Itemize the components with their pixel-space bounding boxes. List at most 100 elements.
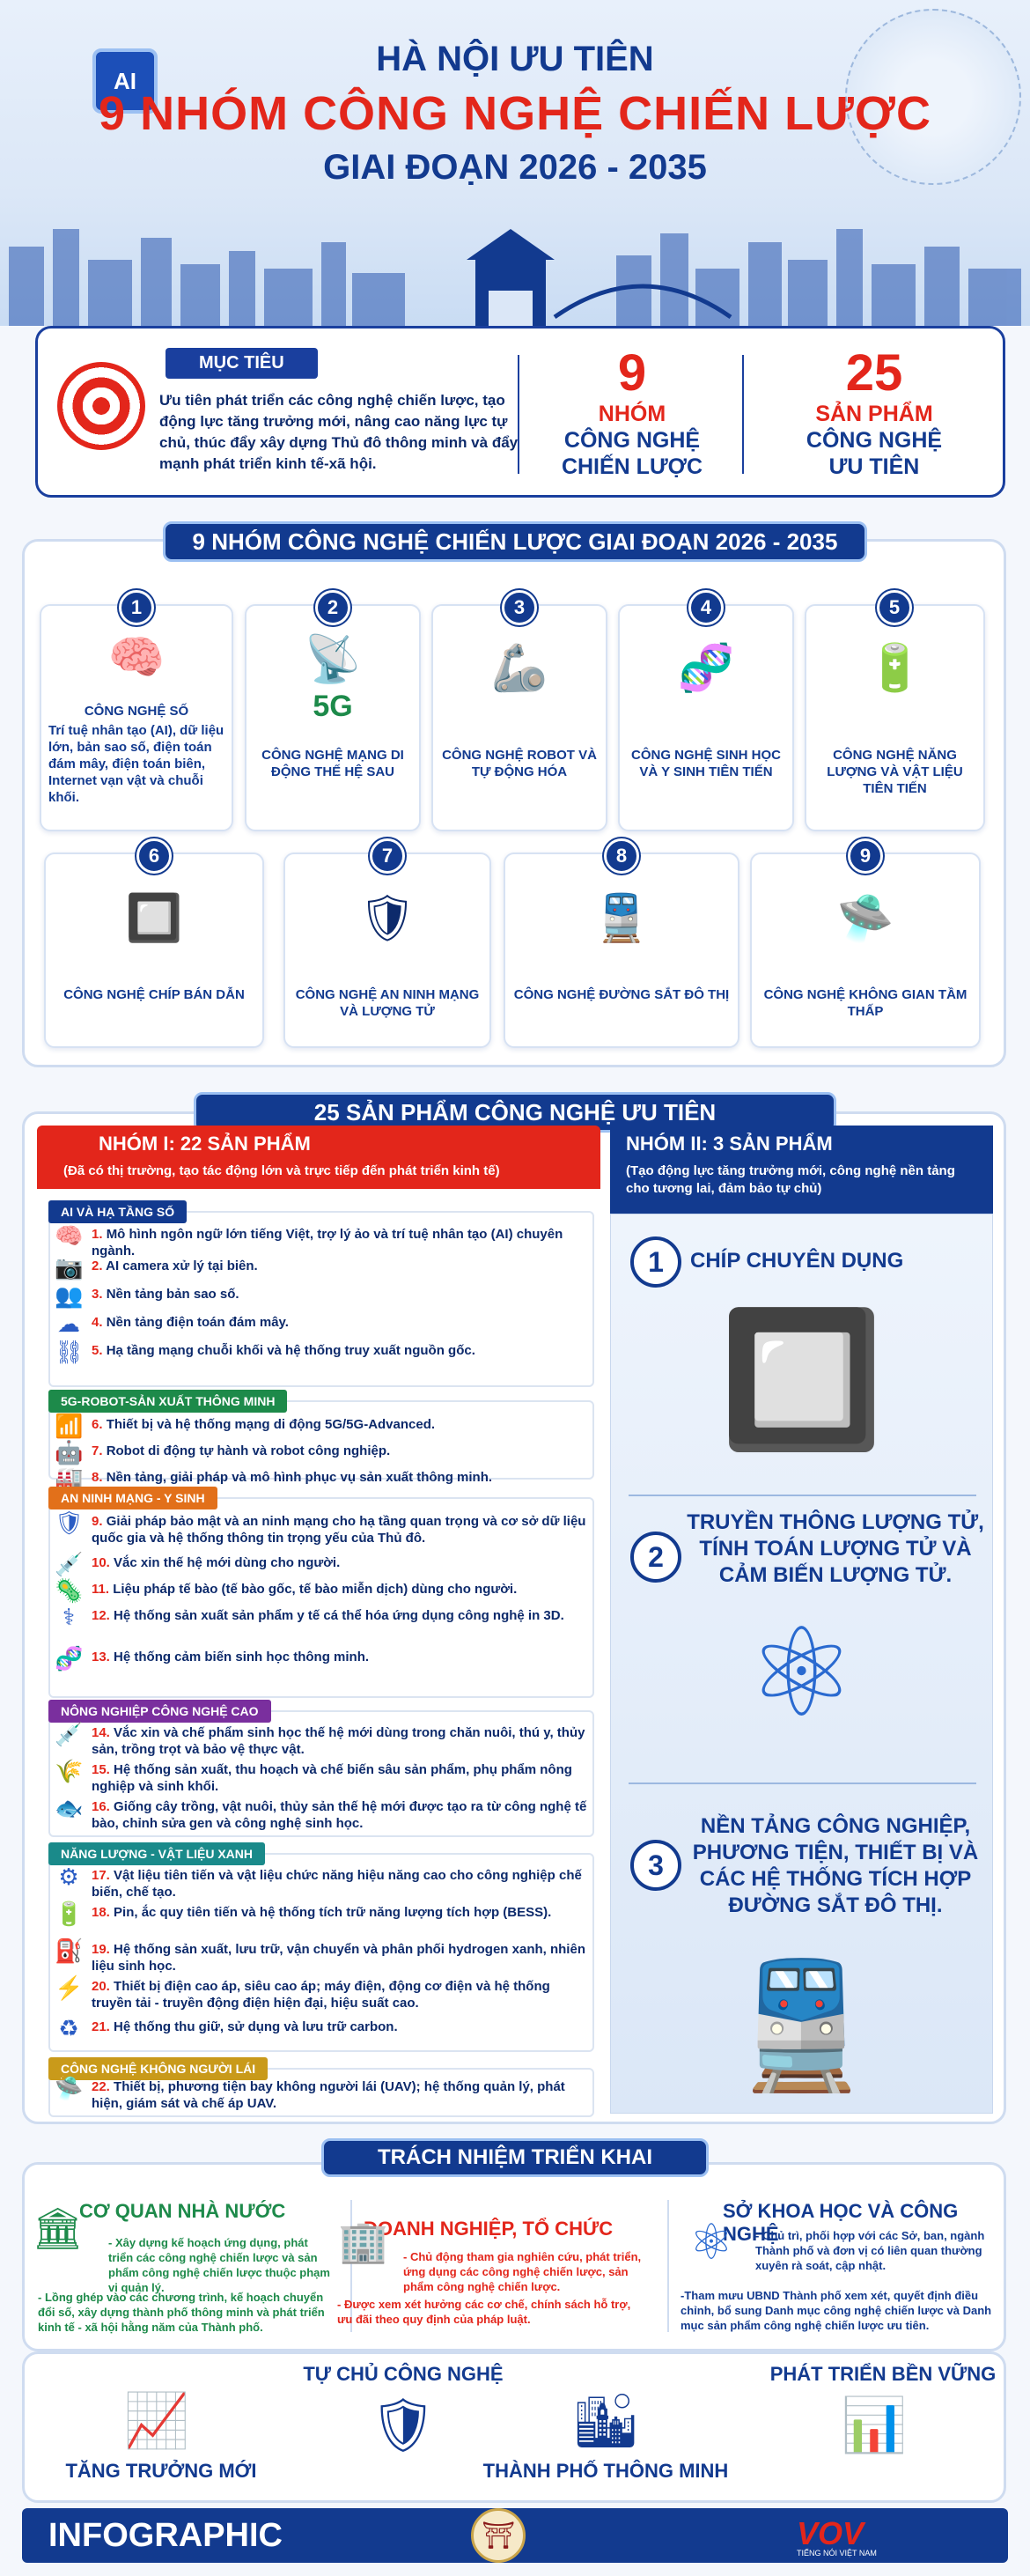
group-title: CÔNG NGHỆ ĐƯỜNG SẮT ĐÔ THỊ bbox=[513, 987, 730, 1002]
globe-graphic bbox=[845, 9, 1021, 185]
brain-database-icon: 🧠 bbox=[107, 632, 166, 683]
header-title: 9 NHÓM CÔNG NGHỆ CHIẾN LƯỢC bbox=[99, 87, 931, 140]
hanoi-emblem-icon: ⛩ bbox=[471, 2508, 526, 2563]
enterprise-duty-2: - Được xem xét hưởng các cơ chế, chính s… bbox=[337, 2298, 631, 2326]
product-text: Vật liệu tiên tiến và vật liệu chức năng… bbox=[92, 1868, 582, 1900]
value-sustainable: PHÁT TRIỂN BỀN VỮNG bbox=[769, 2363, 997, 2385]
product-text: Robot di động tự hành và robot công nghi… bbox=[106, 1443, 391, 1458]
divider bbox=[742, 355, 744, 474]
group-title: CÔNG NGHỆ ROBOT VÀ TỰ ĐỘNG HÓA bbox=[442, 748, 597, 779]
stat-groups: 9 NHÓM CÔNG NGHỆ CHIẾN LƯỢC bbox=[531, 346, 733, 480]
divider bbox=[667, 2200, 669, 2332]
dna-flask-icon: 🧬 bbox=[677, 643, 735, 694]
product-text: Thiết bị điện cao áp, siêu cao áp; máy đ… bbox=[92, 1979, 550, 2011]
product-text: Hệ thống sản xuất sản phẩm y tế cá thể h… bbox=[114, 1608, 564, 1623]
product-text: Hệ thống sản xuất, thu hoạch và chế biến… bbox=[92, 1762, 572, 1794]
product-item: 2. AI camera xử lý tại biên. bbox=[92, 1258, 593, 1274]
stat-products: 25 SẢN PHẨM CÔNG NGHỆ ƯU TIÊN bbox=[769, 346, 980, 480]
responsibility-panel: CƠ QUAN NHÀ NƯỚC 🏛 - Xây dựng kế hoạch ứ… bbox=[22, 2162, 1006, 2351]
dost-duty-2: -Tham mưu UBND Thành phố xem xét, quyết … bbox=[681, 2289, 992, 2332]
value-new-growth: TĂNG TRƯỞNG MỚI bbox=[65, 2460, 257, 2482]
divider bbox=[629, 1495, 976, 1496]
product-icon: ⚕ bbox=[62, 1604, 76, 1630]
group-title: CÔNG NGHỆ SINH HỌC VÀ Y SINH TIÊN TIẾN bbox=[630, 748, 781, 779]
product-item: 13. Hệ thống cảm biến sinh học thông min… bbox=[92, 1649, 593, 1665]
product-text: Giải pháp bảo mật và an ninh mạng cho hạ… bbox=[92, 1514, 586, 1546]
product-icon: ⚡ bbox=[55, 1974, 84, 2001]
product-item: 16. Giống cây trồng, vật nuôi, thủy sản … bbox=[92, 1798, 593, 1832]
product-number: 6. bbox=[92, 1417, 107, 1432]
group-card-6: 6 🔲 CÔNG NGHỆ CHÍP BÁN DẪN bbox=[44, 838, 264, 1048]
footer-label: INFOGRAPHIC bbox=[48, 2517, 283, 2554]
government-building-icon: 🏛 bbox=[32, 2205, 84, 2251]
chip-icon: 🔲 bbox=[719, 1305, 884, 1453]
group-card-5: 5 🔋 CÔNG NGHỆ NĂNG LƯỢNG VÀ VẬT LIỆU TIÊ… bbox=[805, 590, 985, 831]
product-icon: ☁ bbox=[57, 1310, 80, 1337]
group-title: CÔNG NGHỆ NĂNG LƯỢNG VÀ VẬT LIỆU TIÊN TI… bbox=[827, 748, 963, 796]
group-number: 6 bbox=[136, 838, 172, 874]
product-number: 4. bbox=[92, 1315, 107, 1330]
product-item: 12. Hệ thống sản xuất sản phẩm y tế cá t… bbox=[92, 1607, 593, 1624]
stat-products-line1: SẢN PHẨM bbox=[815, 402, 933, 426]
header-line-1: HÀ NỘI ƯU TIÊN bbox=[376, 40, 654, 78]
group-title: CÔNG NGHỆ CHÍP BÁN DẪN bbox=[63, 987, 245, 1002]
product-item: 9. Giải pháp bảo mật và an ninh mạng cho… bbox=[92, 1513, 593, 1546]
vov-logo: VOV bbox=[797, 2515, 864, 2551]
product-number: 15. bbox=[92, 1762, 114, 1777]
product-item: 10. Vắc xin thế hệ mới dùng cho người. bbox=[92, 1554, 593, 1571]
state-agency-duty-2: - Lồng ghép vào các chương trình, kế hoạ… bbox=[38, 2291, 325, 2334]
product-number: 14. bbox=[92, 1725, 114, 1740]
stat-groups-line1: NHÓM bbox=[598, 402, 666, 426]
stat-products-line3: ƯU TIÊN bbox=[828, 454, 920, 479]
product-icon: 🧠 bbox=[55, 1222, 84, 1249]
leaf-battery-icon: 🔋 bbox=[866, 643, 923, 694]
atom-icon: ⚛ bbox=[746, 1604, 857, 1742]
group-number: 1 bbox=[119, 590, 154, 625]
product-text: Nền tảng điện toán đám mây. bbox=[106, 1315, 289, 1330]
group-title: CÔNG NGHỆ MẠNG DI ĐỘNG THẾ HỆ SAU bbox=[261, 748, 404, 779]
header-period: GIAI ĐOẠN 2026 - 2035 bbox=[323, 148, 707, 187]
group-card-8: 8 🚆 CÔNG NGHỆ ĐƯỜNG SẮT ĐÔ THỊ bbox=[504, 838, 739, 1048]
product-text: Hệ thống sản xuất, lưu trữ, vận chuyển v… bbox=[92, 1942, 585, 1974]
category-box: NĂNG LƯỢNG - VẬT LIỆU XANH bbox=[48, 1842, 594, 2052]
product-icon: 🔋 bbox=[55, 1901, 84, 1927]
product-number: 22. bbox=[92, 2079, 114, 2094]
group2-panel: 1 CHÍP CHUYÊN DỤNG 🔲 2 TRUYỀN THÔNG LƯỢN… bbox=[610, 1214, 993, 2114]
category-tag: 5G-ROBOT-SẢN XUẤT THÔNG MINH bbox=[48, 1390, 288, 1413]
product-icon: 🐟 bbox=[55, 1795, 84, 1821]
group-card-1: 1 🧠 CÔNG NGHỆ SỐ Trí tuệ nhân tạo (AI), … bbox=[40, 590, 233, 831]
header-banner: AI HÀ NỘI ƯU TIÊN 9 NHÓM CÔNG NGHỆ CHIẾN… bbox=[0, 0, 1030, 326]
5g-label: 5G bbox=[313, 690, 353, 723]
ai-chip-icon: AI bbox=[92, 48, 158, 114]
group2-item-number: 2 bbox=[630, 1532, 681, 1583]
smart-city-icon: 🏙 bbox=[571, 2391, 640, 2450]
footer-bar: INFOGRAPHIC ⛩ VOV TIẾNG NÓI VIỆT NAM bbox=[22, 2508, 1008, 2563]
value-tech-autonomy: TỰ CHỦ CÔNG NGHỆ bbox=[303, 2363, 504, 2385]
group2-subtitle: (Tạo động lực tăng trưởng mới, công nghệ… bbox=[626, 1163, 955, 1196]
product-item: 11. Liệu pháp tế bào (tế bào gốc, tế bào… bbox=[92, 1581, 593, 1598]
product-text: Hạ tầng mạng chuỗi khối và hệ thống truy… bbox=[106, 1343, 475, 1358]
group1-subtitle: (Đã có thị trường, tạo tác động lớn và t… bbox=[63, 1163, 500, 1178]
group-number: 9 bbox=[848, 838, 883, 874]
product-item: 4. Nền tảng điện toán đám mây. bbox=[92, 1314, 593, 1331]
group-description: Trí tuệ nhân tạo (AI), dữ liệu lớn, bản … bbox=[48, 723, 224, 805]
shield-check-icon: 🛡 bbox=[369, 2395, 438, 2454]
group-number: 8 bbox=[604, 838, 639, 874]
product-item: 22. Thiết bị, phương tiện bay không ngườ… bbox=[92, 2078, 593, 2112]
metro-train-icon: 🚆 bbox=[725, 1956, 879, 2094]
product-number: 11. bbox=[92, 1582, 114, 1597]
dost-title: SỞ KHOA HỌC VÀ CÔNG NGHỆ bbox=[723, 2200, 959, 2245]
category-tag: NÔNG NGHIỆP CÔNG NGHỆ CAO bbox=[48, 1700, 271, 1723]
product-icon: 👥 bbox=[55, 1282, 84, 1309]
product-icon: 🧬 bbox=[55, 1645, 84, 1672]
objective-tag: MỤC TIÊU bbox=[166, 348, 318, 379]
product-item: 1. Mô hình ngôn ngữ lớn tiếng Việt, trợ … bbox=[92, 1226, 593, 1259]
divider bbox=[350, 2200, 352, 2332]
atom-icon: ⚛ bbox=[688, 2214, 734, 2270]
product-item: 7. Robot di động tự hành và robot công n… bbox=[92, 1443, 593, 1459]
groups-section-title: 9 NHÓM CÔNG NGHỆ CHIẾN LƯỢC GIAI ĐOẠN 20… bbox=[163, 521, 867, 562]
product-text: Nền tảng, giải pháp và mô hình phục vụ s… bbox=[106, 1470, 493, 1485]
value-smart-city: THÀNH PHỐ THÔNG MINH bbox=[482, 2460, 729, 2482]
shield-lock-icon: 🛡 bbox=[357, 893, 416, 944]
product-icon: ♻ bbox=[58, 2015, 79, 2041]
